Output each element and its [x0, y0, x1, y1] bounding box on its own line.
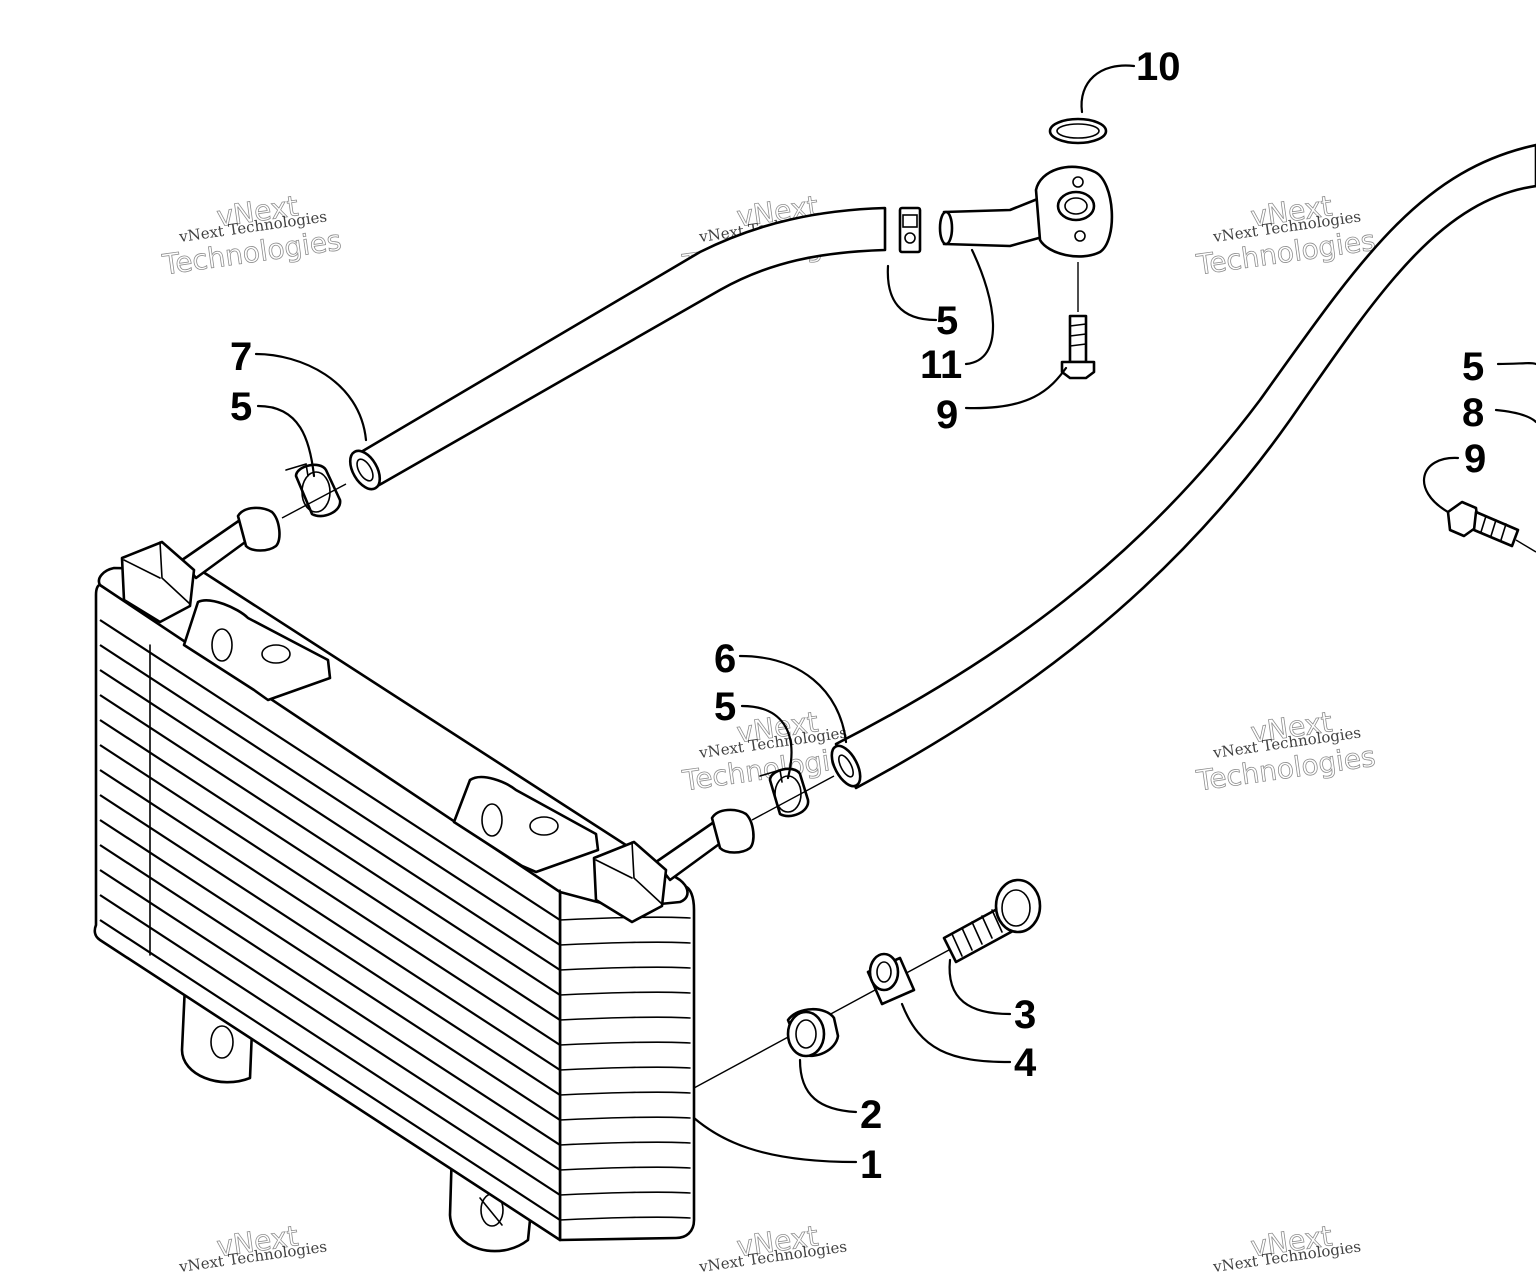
callout-7: 7 [230, 335, 252, 379]
grommet-2 [693, 943, 961, 1089]
oil-cooler-core [93, 506, 755, 1253]
callout-5-left: 5 [230, 385, 252, 429]
cooler-fins [99, 619, 691, 1221]
callout-6: 6 [714, 637, 736, 681]
callout-9-upper: 9 [936, 393, 958, 437]
bolt-9-upper [1060, 262, 1096, 380]
hose-clamp-top [898, 206, 922, 254]
callout-5-mid: 5 [714, 685, 736, 729]
callout-4: 4 [1014, 1041, 1037, 1085]
hose-clamp-left [281, 462, 347, 519]
bolt-3 [942, 878, 1042, 964]
callout-11: 11 [920, 343, 962, 387]
callout-1: 1 [860, 1143, 882, 1187]
callout-5-top: 5 [936, 299, 958, 343]
callout-9-right: 9 [1464, 437, 1486, 481]
o-ring-10 [1048, 117, 1108, 145]
hose-7 [348, 206, 887, 491]
hose-clamp-right [751, 767, 835, 821]
leader-lines [254, 64, 1536, 1164]
elbow-fitting-11 [938, 165, 1114, 258]
callout-5-right: 5 [1462, 345, 1484, 389]
bushing-4 [866, 952, 916, 1006]
bolt-9-right [1446, 500, 1536, 553]
callout-2: 2 [860, 1093, 882, 1137]
callout-3: 3 [1014, 993, 1036, 1037]
callout-8: 8 [1462, 391, 1484, 435]
callout-labels: 10 5 11 9 7 5 6 5 5 8 9 3 4 2 1 [230, 45, 1486, 1187]
callout-10: 10 [1136, 45, 1181, 89]
